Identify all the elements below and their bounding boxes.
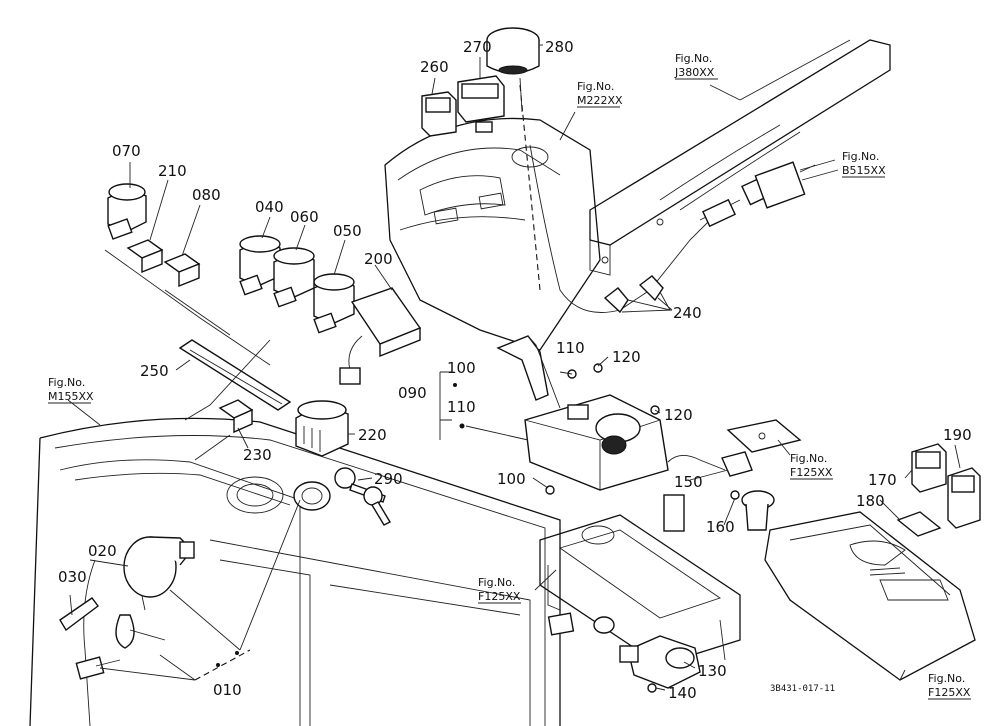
switch-220	[295, 400, 349, 457]
figref-f125-left-code: F125XX	[478, 590, 521, 603]
switch-050	[313, 273, 355, 334]
label-110-left: 110	[447, 398, 476, 416]
figref-f125-right-code: F125XX	[928, 686, 971, 699]
switch-070	[107, 183, 147, 240]
label-060: 060	[290, 208, 319, 226]
label-110: 110	[556, 339, 585, 357]
ring-010	[293, 481, 331, 511]
label-270: 270	[463, 38, 492, 56]
label-180: 180	[856, 492, 885, 510]
label-120-top: 120	[612, 348, 641, 366]
label-230: 230	[243, 446, 272, 464]
relay-150	[663, 451, 753, 532]
switch-080	[163, 253, 201, 288]
label-280: 280	[545, 38, 574, 56]
label-120: 120	[664, 406, 693, 424]
label-220: 220	[358, 426, 387, 444]
label-260: 260	[420, 58, 449, 76]
label-040: 040	[255, 198, 284, 216]
bracket-f125	[726, 419, 802, 453]
socket-160	[741, 490, 775, 531]
label-090: 090	[398, 384, 427, 402]
keys-290	[334, 467, 391, 526]
figure-references: Fig.No. M222XX Fig.No. J380XX Fig.No. B5…	[48, 52, 971, 700]
label-020: 020	[88, 542, 117, 560]
panel-200	[339, 287, 422, 385]
switch-230	[218, 399, 254, 434]
switch-040	[239, 235, 281, 296]
figref-f125-upper-title: Fig.No.	[790, 452, 827, 465]
label-050: 050	[333, 222, 362, 240]
switch-260	[421, 91, 457, 137]
label-030: 030	[58, 568, 87, 586]
base-bracket	[539, 514, 741, 666]
label-200: 200	[364, 250, 393, 268]
figref-j380-title: Fig.No.	[675, 52, 712, 65]
wire-harness	[519, 84, 839, 313]
bracket-250	[178, 339, 292, 411]
figref-f125-upper-code: F125XX	[790, 466, 833, 479]
figref-m222-code: M222XX	[577, 94, 623, 107]
sensor-130	[619, 635, 701, 689]
group-dot	[459, 423, 465, 429]
label-170: 170	[868, 471, 897, 489]
label-160: 160	[706, 518, 735, 536]
figref-b515-title: Fig.No.	[842, 150, 879, 163]
group-dot	[235, 651, 239, 655]
figref-f125-right-title: Fig.No.	[928, 672, 965, 685]
label-140: 140	[668, 684, 697, 702]
label-010: 010	[213, 681, 242, 699]
group-dot	[216, 663, 220, 667]
label-150: 150	[674, 473, 703, 491]
label-240: 240	[673, 304, 702, 322]
label-210: 210	[158, 162, 187, 180]
label-250: 250	[140, 362, 169, 380]
figref-m222-title: Fig.No.	[577, 80, 614, 93]
switch-210	[126, 239, 164, 274]
figref-m155-title: Fig.No.	[48, 376, 85, 389]
switch-170	[911, 443, 947, 493]
label-070: 070	[112, 142, 141, 160]
label-190: 190	[943, 426, 972, 444]
dashboard-panel	[29, 417, 561, 726]
frame-beam	[589, 39, 891, 276]
bezel-180	[896, 511, 942, 537]
label-080: 080	[192, 186, 221, 204]
switch-060	[273, 247, 315, 308]
switch-190	[947, 467, 981, 529]
label-130: 130	[698, 662, 727, 680]
part-labels: 070 210 080 040 060 050 200 250 230 220 …	[58, 38, 972, 702]
label-290: 290	[374, 470, 403, 488]
switch-270	[457, 75, 505, 133]
group-dot	[453, 383, 457, 387]
leader-lines	[67, 44, 961, 691]
figref-f125-left-title: Fig.No.	[478, 576, 515, 589]
buzzer-020	[123, 536, 195, 611]
switch-280	[486, 27, 540, 113]
label-100: 100	[497, 470, 526, 488]
label-100-top: 100	[447, 359, 476, 377]
right-console	[764, 511, 976, 681]
connector-030	[59, 597, 166, 680]
diagram-code: 3B431-017-11	[770, 684, 835, 694]
clip-240	[603, 275, 673, 314]
figref-b515-code: B515XX	[842, 164, 886, 177]
instrument-panel-cover	[384, 117, 601, 351]
figref-m155-code: M155XX	[48, 390, 94, 403]
figref-j380-code: J380XX	[674, 66, 715, 79]
lever-assembly-090	[496, 335, 669, 491]
